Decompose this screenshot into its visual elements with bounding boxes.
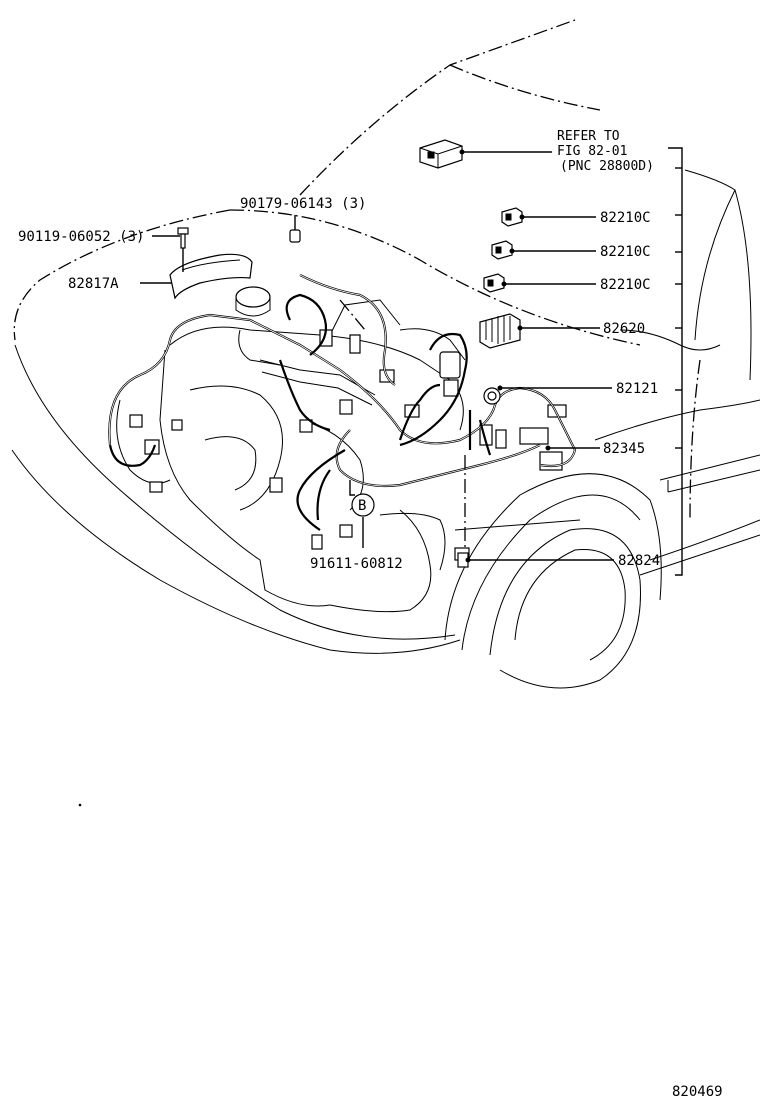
relay-part-top — [419, 139, 463, 169]
label-bracket: 82817A — [68, 276, 119, 292]
refer-line-1: REFER TO — [557, 129, 620, 144]
label-connector: 82620 — [603, 321, 645, 337]
wire-harness — [108, 274, 577, 531]
label-bracket-lower: 82824 — [618, 553, 660, 569]
label-relay-3: 82210C — [600, 277, 651, 293]
label-relay-1: 82210C — [600, 210, 651, 226]
bracket-part — [169, 253, 253, 300]
engine-block — [116, 286, 567, 613]
refer-note: REFER TO FIG 82-01 (PNC 28800D) — [557, 129, 654, 174]
label-bolt-lower: 91611-60812 — [310, 556, 403, 572]
label-relay-2: 82210C — [600, 244, 651, 260]
connector-block-part — [479, 313, 521, 349]
refer-line-3: (PNC 28800D) — [560, 159, 654, 174]
label-clamp: 90179-06143 (3) — [240, 196, 366, 212]
bolt-part — [177, 227, 189, 249]
ref-circle-b: B — [351, 493, 375, 517]
label-bolt: 90119-06052 (3) — [18, 229, 144, 245]
clamp-part — [289, 229, 301, 243]
ref-circle-label: B — [358, 498, 366, 514]
leader-lines — [140, 147, 683, 576]
label-harness: 82121 — [616, 381, 658, 397]
car-body-outline — [11, 19, 760, 689]
relay-part-2 — [491, 240, 513, 260]
label-cord: 82345 — [603, 441, 645, 457]
relay-part-3 — [483, 273, 505, 293]
refer-line-2: FIG 82-01 — [557, 144, 627, 159]
diagram-id: 820469 — [672, 1084, 723, 1100]
relay-part-1 — [501, 207, 523, 227]
